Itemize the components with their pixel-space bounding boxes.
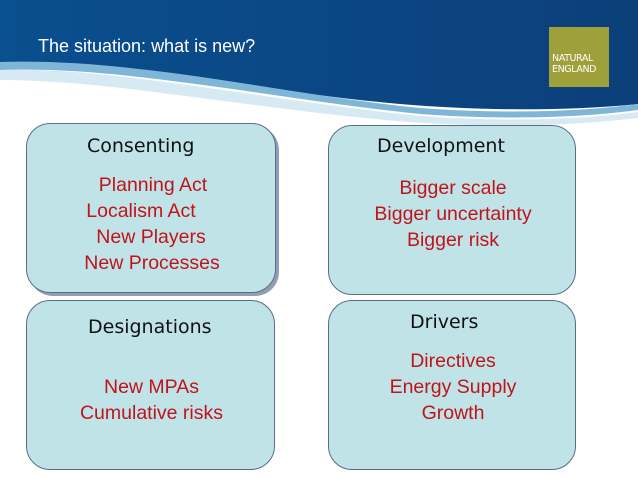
development-list: Bigger scale Bigger uncertainty Bigger r…	[329, 175, 577, 253]
drivers-box: Drivers Directives Energy Supply Growth	[328, 300, 576, 470]
drivers-item: Growth	[421, 402, 485, 424]
development-item: Bigger scale	[399, 177, 507, 199]
development-box: Development Bigger scale Bigger uncertai…	[328, 125, 576, 295]
logo-line-2: ENGLAND	[552, 64, 597, 75]
drivers-item: Energy Supply	[389, 376, 517, 398]
consenting-item: New Players	[96, 226, 206, 248]
drivers-list: Directives Energy Supply Growth	[329, 348, 577, 426]
header-banner: The situation: what is new? NATURAL ENGL…	[0, 0, 638, 130]
designations-item: Cumulative risks	[79, 402, 224, 424]
consenting-item: Localism Act	[86, 200, 196, 222]
consenting-list: Planning Act Localism Act New Players Ne…	[27, 172, 277, 276]
development-heading: Development	[377, 135, 505, 157]
development-item: Bigger uncertainty	[374, 203, 532, 225]
designations-item: New MPAs	[104, 376, 199, 398]
header-wave-graphic	[0, 0, 638, 126]
consenting-box: Consenting Planning Act Localism Act New…	[26, 123, 276, 293]
development-item: Bigger risk	[406, 229, 500, 251]
slide-title: The situation: what is new?	[38, 36, 256, 56]
drivers-heading: Drivers	[410, 311, 479, 333]
drivers-item: Directives	[410, 350, 496, 372]
designations-heading: Designations	[88, 316, 212, 338]
consenting-item: New Processes	[84, 252, 220, 274]
consenting-item: Planning Act	[98, 174, 208, 196]
logo-line-1: NATURAL	[552, 53, 593, 64]
designations-box: Designations New MPAs Cumulative risks	[26, 300, 275, 470]
natural-england-logo: NATURAL ENGLAND	[549, 27, 609, 87]
consenting-heading: Consenting	[87, 135, 195, 157]
designations-list: New MPAs Cumulative risks	[27, 374, 276, 426]
